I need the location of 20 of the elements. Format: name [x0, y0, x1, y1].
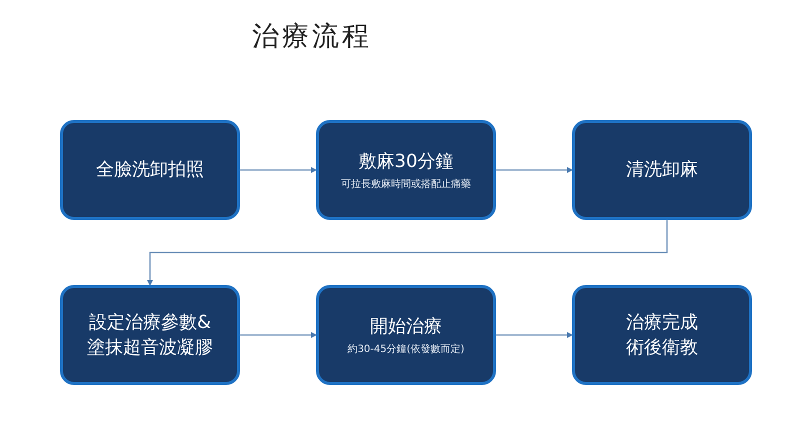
arrow — [240, 332, 317, 338]
arrow — [496, 332, 573, 338]
process-box — [316, 120, 496, 220]
step-note: 可拉長敷麻時間或搭配止痛藥 — [341, 178, 471, 192]
step-title: 治療完成術後衛教 — [625, 310, 699, 360]
process-box — [572, 285, 752, 385]
step-title: 清洗卸麻 — [626, 158, 698, 182]
arrow — [147, 220, 668, 286]
step-title: 開始治療 — [370, 314, 442, 339]
arrow — [240, 167, 317, 173]
step-title: 敷麻30分鐘 — [358, 150, 454, 174]
step-title: 全臉洗卸拍照 — [96, 158, 204, 182]
step-title: 設定治療參數&塗抹超音波凝膠 — [86, 310, 214, 360]
arrow — [496, 167, 573, 173]
process-box — [572, 120, 752, 220]
title: 治療流程 — [252, 20, 372, 54]
process-box — [316, 285, 496, 385]
step-note: 約30-45分鐘(依發數而定) — [348, 342, 464, 356]
process-box — [60, 120, 240, 220]
process-box — [60, 285, 240, 385]
